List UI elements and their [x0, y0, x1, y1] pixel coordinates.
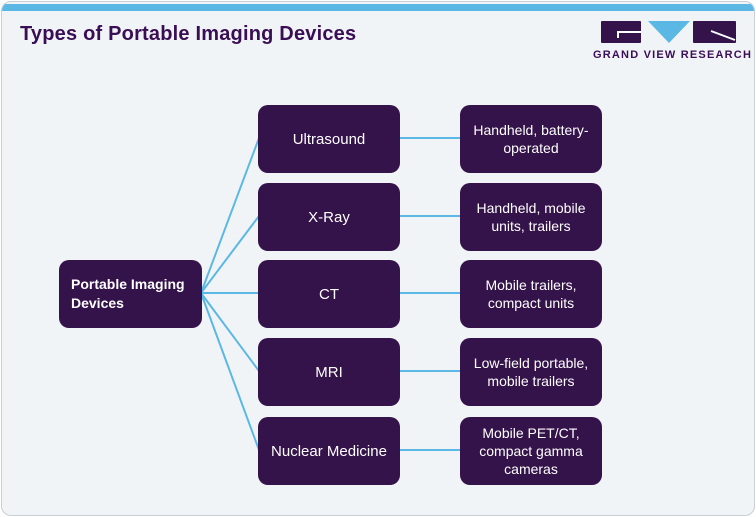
detail-label: Handheld, battery-operated — [473, 121, 589, 156]
node-nuclear-medicine: Nuclear Medicine — [258, 417, 400, 485]
gvr-logo-icon — [600, 21, 736, 43]
node-mri: MRI — [258, 338, 400, 406]
node-portable-imaging-devices: Portable Imaging Devices — [59, 260, 202, 328]
detail-label: Mobile trailers, compact units — [485, 276, 577, 311]
detail-label: Mobile PET/CT, compact gamma cameras — [479, 424, 583, 478]
node-x-ray: X-Ray — [258, 183, 400, 251]
detail-label: Handheld, mobile units, trailers — [476, 199, 586, 234]
top-accent-bar — [2, 4, 754, 11]
detail-nuclear-medicine: Mobile PET/CT, compact gamma cameras — [460, 417, 602, 485]
node-label: CT — [319, 285, 339, 303]
node-label: Ultrasound — [292, 130, 366, 148]
node-label: MRI — [315, 363, 343, 381]
node-ct: CT — [258, 260, 400, 328]
root-label: Portable Imaging Devices — [71, 276, 185, 311]
detail-ct: Mobile trailers, compact units — [460, 260, 602, 328]
brand-logo: GRAND VIEW RESEARCH — [593, 21, 753, 61]
brand-name: GRAND VIEW RESEARCH — [593, 49, 753, 61]
detail-label: Low-field portable, mobile trailers — [473, 354, 589, 389]
page-title: Types of Portable Imaging Devices — [20, 23, 357, 45]
detail-mri: Low-field portable, mobile trailers — [460, 338, 602, 406]
detail-x-ray: Handheld, mobile units, trailers — [460, 183, 602, 251]
detail-ultrasound: Handheld, battery-operated — [460, 105, 602, 173]
node-label: X-Ray — [308, 208, 350, 226]
node-label: Nuclear Medicine — [271, 442, 387, 460]
node-ultrasound: Ultrasound — [258, 105, 400, 173]
